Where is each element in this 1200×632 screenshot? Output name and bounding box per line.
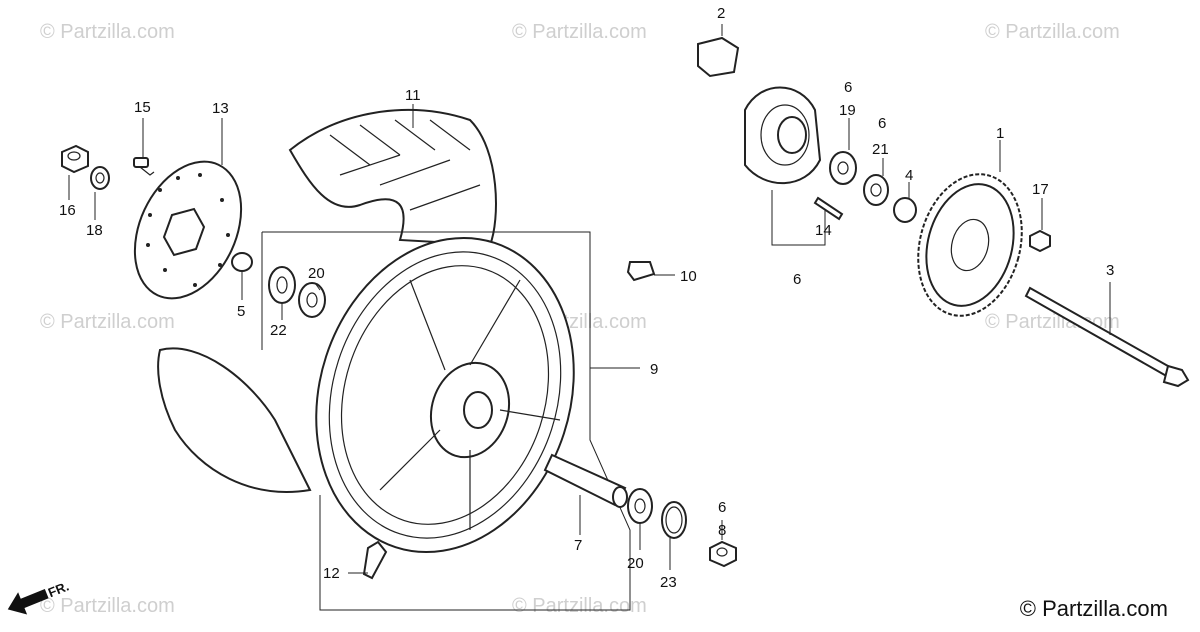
front-direction-arrow: FR.: [7, 579, 71, 615]
callout-6[interactable]: 6: [878, 115, 886, 132]
damper-block-drawing[interactable]: [697, 36, 740, 78]
callout-1[interactable]: 1: [996, 125, 1004, 142]
callout-21[interactable]: 21: [872, 141, 889, 158]
tire-valve-drawing[interactable]: [362, 540, 388, 580]
brake-disc-drawing[interactable]: [114, 144, 262, 315]
callout-18[interactable]: 18: [86, 222, 103, 239]
callout-22[interactable]: 22: [270, 322, 287, 339]
clip-drawing[interactable]: [626, 261, 656, 282]
radial-bearing-lower-drawing[interactable]: [627, 488, 653, 524]
watermark: © Partzilla.com: [512, 595, 647, 617]
direction-label: FR.: [46, 579, 71, 601]
watermark: © Partzilla.com: [40, 595, 175, 617]
flange-nut-drawing[interactable]: [61, 144, 89, 174]
callout-11[interactable]: 11: [405, 87, 421, 104]
sprocket-nut-drawing[interactable]: [1029, 229, 1051, 253]
flange-collar-drawing[interactable]: [893, 197, 917, 223]
callout-19[interactable]: 19: [839, 102, 856, 119]
watermark: © Partzilla.com: [985, 21, 1120, 43]
callout-3[interactable]: 3: [1106, 262, 1114, 279]
callout-7[interactable]: 7: [574, 537, 582, 554]
callouts: 1 2 3 4 5 6 6 6 6 7 8 9 10 11 12 13 14 1…: [59, 5, 1114, 591]
watermark: © Partzilla.com: [40, 21, 175, 43]
distance-collar-drawing[interactable]: [543, 453, 628, 508]
callout-13[interactable]: 13: [212, 100, 229, 117]
callout-4[interactable]: 4: [905, 167, 913, 184]
callout-9[interactable]: 9: [650, 361, 658, 378]
driven-sprocket-drawing[interactable]: [903, 163, 1037, 328]
side-collar-drawing[interactable]: [231, 252, 253, 272]
watermark: © Partzilla.com: [512, 21, 647, 43]
callout-17[interactable]: 17: [1032, 181, 1049, 198]
callout-6[interactable]: 6: [718, 499, 726, 516]
arrow-icon: [7, 589, 49, 615]
callout-2[interactable]: 2: [717, 5, 725, 22]
callout-10[interactable]: 10: [680, 268, 697, 285]
copyright-notice: © Partzilla.com: [1019, 596, 1168, 621]
callout-20[interactable]: 20: [308, 265, 325, 282]
axle-nut-drawing[interactable]: [709, 540, 737, 568]
rear-axle-drawing[interactable]: [1024, 286, 1190, 388]
flange-bearing-19-drawing[interactable]: [829, 151, 857, 185]
callout-12[interactable]: 12: [323, 565, 340, 582]
callout-8[interactable]: 8: [718, 522, 726, 539]
watermark: © Partzilla.com: [40, 311, 175, 333]
wheel-rim-drawing[interactable]: [277, 204, 614, 586]
callout-6[interactable]: 6: [793, 271, 801, 288]
radial-bearing-20-drawing[interactable]: [298, 282, 326, 318]
flange-bearing-21-drawing[interactable]: [863, 174, 889, 206]
leader-lines: [68, 24, 1111, 574]
radial-bearing-22-drawing[interactable]: [268, 266, 296, 304]
stud-bolt-drawing[interactable]: [813, 196, 844, 221]
callout-16[interactable]: 16: [59, 202, 76, 219]
callout-15[interactable]: 15: [134, 99, 151, 116]
disc-bolt-drawing[interactable]: [133, 157, 155, 176]
callout-5[interactable]: 5: [237, 303, 245, 320]
callout-23[interactable]: 23: [660, 574, 677, 591]
tire-drawing[interactable]: [157, 109, 497, 493]
callout-6[interactable]: 6: [844, 79, 852, 96]
final-driven-flange-drawing[interactable]: [744, 86, 826, 246]
washer-drawing[interactable]: [90, 166, 110, 190]
o-ring-drawing[interactable]: [661, 501, 687, 539]
callout-20[interactable]: 20: [627, 555, 644, 572]
callout-14[interactable]: 14: [815, 222, 832, 239]
